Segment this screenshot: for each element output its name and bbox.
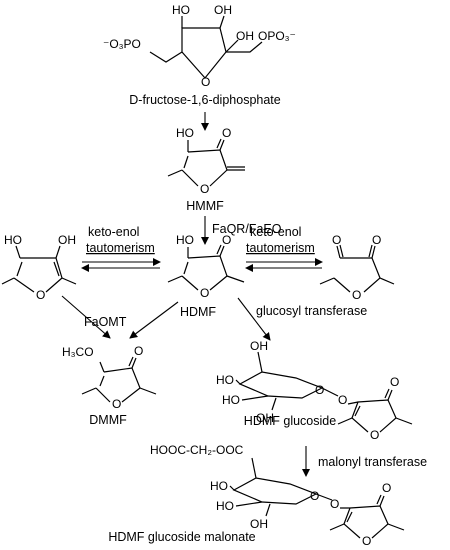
malonate-ring-oxygen: O <box>310 489 319 503</box>
glucoside-furanone-oxygen: O <box>370 428 379 442</box>
keto-enol-left-label-line2: tautomerism <box>86 241 155 255</box>
arrow-hdmf-to-dmmf <box>129 301 179 339</box>
hmmf-structure: HO O O <box>167 126 245 196</box>
dienol-left-hydroxyl: HO <box>4 233 22 247</box>
hmmf-label: HMMF <box>186 199 224 213</box>
equilibrium-arrows-right <box>245 258 323 272</box>
malonate-furanone-oxygen: O <box>362 534 371 548</box>
glucoside-c3-hydroxyl: HO <box>222 393 240 407</box>
malonyl-transferase-label: malonyl transferase <box>318 455 427 469</box>
dmmf-label: DMMF <box>89 413 127 427</box>
arrow-dienol-to-dmmf <box>61 295 111 339</box>
dmmf-ring-oxygen: O <box>112 397 121 411</box>
fructose-diphosphate-structure: HO OH OH OPO₃⁻ O ⁻O₃PO <box>103 3 296 89</box>
hdmf-glucoside-label: HDMF glucoside <box>244 414 336 428</box>
glucoside-ring-oxygen: O <box>315 383 324 397</box>
fdp-c3-hydroxyl: HO <box>172 3 190 17</box>
fdp-ring-oxygen: O <box>201 75 210 89</box>
diketone-left-carbonyl-oxygen: O <box>332 233 341 247</box>
malonate-glycosidic-oxygen: O <box>330 497 339 511</box>
dienol-tautomer-structure: HO OH O <box>1 233 77 302</box>
diketone-ring-oxygen: O <box>352 288 361 302</box>
dmmf-carbonyl-oxygen: O <box>134 344 143 358</box>
glucoside-c6-hydroxyl: OH <box>250 339 268 353</box>
fdp-c1-phosphate: OPO₃⁻ <box>258 29 296 43</box>
malonate-c2-hydroxyl: OH <box>250 517 268 531</box>
fdp-c4-hydroxyl: OH <box>214 3 232 17</box>
dienol-right-hydroxyl: OH <box>58 233 76 247</box>
fructose-diphosphate-label: D-fructose-1,6-diphosphate <box>129 93 281 107</box>
hmmf-carbonyl-oxygen: O <box>222 126 231 140</box>
dmmf-methoxy-group: H₃CO <box>62 345 94 359</box>
keto-enol-left-label-line1: keto-enol <box>88 225 139 239</box>
diketone-right-carbonyl-oxygen: O <box>372 233 381 247</box>
keto-enol-right-label-line1: keto-enol <box>250 225 301 239</box>
arrow-hdmf-to-glucoside <box>237 297 271 341</box>
glucosyl-transferase-label: glucosyl transferase <box>256 304 367 318</box>
glucoside-c4-hydroxyl: HO <box>216 373 234 387</box>
hdmf-label: HDMF <box>180 305 216 319</box>
malonate-c4-hydroxyl: HO <box>210 479 228 493</box>
hdmf-glucoside-malonate-structure: HOOC-CH₂-OOC O HO HO OH O O O <box>150 443 405 548</box>
hdmf-carbonyl-oxygen: O <box>222 233 231 247</box>
dienol-ring-oxygen: O <box>36 288 45 302</box>
hdmf-structure: HO O O <box>167 233 245 300</box>
hmmf-ring-oxygen: O <box>200 182 209 196</box>
glucoside-c2-hydroxyl: OH <box>256 411 274 425</box>
hdmf-ring-oxygen: O <box>200 286 209 300</box>
hdmf-hydroxyl: HO <box>176 233 194 247</box>
hdmf-glucoside-malonate-label: HDMF glucoside malonate <box>108 530 255 544</box>
hmmf-hydroxyl: HO <box>176 126 194 140</box>
fdp-c2-hydroxyl: OH <box>236 29 254 43</box>
hdmf-glucoside-structure: OH O HO HO OH O O O <box>216 339 413 442</box>
malonate-carbonyl-oxygen: O <box>382 481 391 495</box>
fdp-c6-phosphate: ⁻O₃PO <box>103 37 141 51</box>
faomt-enzyme-label: FaOMT <box>84 315 127 329</box>
malonyl-ester-group: HOOC-CH₂-OOC <box>150 443 244 457</box>
diketone-tautomer-structure: O O O <box>319 233 395 302</box>
equilibrium-arrows-left <box>81 258 161 272</box>
dmmf-structure: H₃CO O O <box>62 344 157 411</box>
glucoside-glycosidic-oxygen: O <box>338 393 347 407</box>
faqr-faeo-enzyme-label: FaQR/FaEO <box>212 222 282 236</box>
malonate-c3-hydroxyl: HO <box>216 499 234 513</box>
glucoside-carbonyl-oxygen: O <box>390 375 399 389</box>
keto-enol-right-label-line2: tautomerism <box>246 241 315 255</box>
